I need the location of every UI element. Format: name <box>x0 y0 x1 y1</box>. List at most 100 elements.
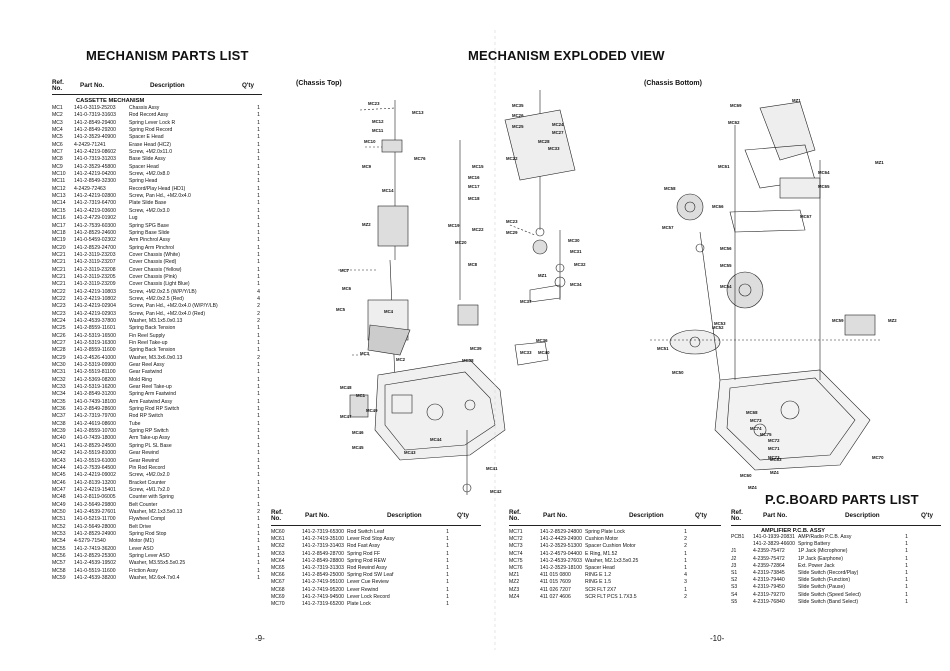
part-no-cell: 141-0-7319-31603 <box>74 112 116 119</box>
description-cell: Belt Counter <box>129 501 158 508</box>
qty-cell: 1 <box>446 550 449 557</box>
description-cell: Rod RP Switch <box>129 413 164 420</box>
ref-cell: S5 <box>731 598 738 605</box>
ref-cell: MC8 <box>52 156 63 163</box>
part-no-cell: 141-2-4539-19502 <box>74 560 116 567</box>
description-cell: Cushion Motor <box>585 536 619 543</box>
part-no-cell: 4-2319-73845 <box>753 570 785 577</box>
part-no-cell: 141-2-4539-37800 <box>74 317 116 324</box>
ref-cell: MC25 <box>52 325 66 332</box>
qty-cell: 1 <box>257 464 260 471</box>
qty-cell: 1 <box>905 555 908 562</box>
qty-cell: 1 <box>257 229 260 236</box>
ref-cell: MC24 <box>52 317 66 324</box>
part-no-cell: 141-2-7319-31303 <box>302 565 344 572</box>
ref-cell: MC29 <box>52 354 66 361</box>
ref-cell: MC17 <box>52 222 66 229</box>
t2-header-ref: Ref. No. <box>509 509 521 522</box>
qty-cell: 1 <box>257 457 260 464</box>
qty-cell: 1 <box>257 435 260 442</box>
description-cell: Plate Lock <box>347 601 371 608</box>
description-cell: Lever Rewind <box>347 586 379 593</box>
qty-cell: 1 <box>257 273 260 280</box>
qty-cell: 1 <box>257 516 260 523</box>
description-cell: Arm Fastwind Assy <box>129 398 173 405</box>
callout-label: MC73 <box>750 418 762 423</box>
callout-label: MC71 <box>768 446 780 451</box>
description-cell: Friction Assy <box>129 567 158 574</box>
description-cell: Arm Take-up Assy <box>129 435 170 442</box>
parts-table-header: Ref. No. Part No. Description Q'ty <box>52 79 260 92</box>
qty-cell: 1 <box>257 398 260 405</box>
callout-label: MC45 <box>352 445 364 450</box>
description-cell: Cover Chassis (Red) <box>129 259 177 266</box>
callout-label: MC74 <box>750 426 762 431</box>
description-cell: Motor (M1) <box>129 538 154 545</box>
qty-cell: 1 <box>905 548 908 555</box>
callout-label: MC73 <box>768 455 780 460</box>
description-cell: RING E 1.5 <box>585 579 612 586</box>
header-rule <box>52 94 262 95</box>
description-cell: Spring Lever ASO <box>129 552 170 559</box>
qty-cell: 1 <box>257 200 260 207</box>
ref-cell: MC68 <box>271 586 285 593</box>
callout-label: MC68 <box>746 410 758 415</box>
callout-label: MC49 <box>366 408 378 413</box>
qty-cell: 1 <box>257 376 260 383</box>
page-number-left: -9- <box>255 634 265 643</box>
part-no-cell: 141-2-4539-38200 <box>74 575 116 581</box>
description-cell: Spacer E Head <box>129 134 164 141</box>
ref-cell: MC35 <box>52 398 66 405</box>
part-no-cell: 141-2-3119-23209 <box>74 281 116 288</box>
part-no-cell: 141-2-7419-95100 <box>302 579 344 586</box>
qty-cell: 1 <box>257 442 260 449</box>
qty-cell: 1 <box>257 567 260 574</box>
qty-cell: 1 <box>446 529 449 535</box>
description-cell: Spring Plate Lock <box>585 529 625 535</box>
callout-label: MC10 <box>364 139 376 144</box>
callout-label: MC31 <box>570 249 582 254</box>
ref-cell: S4 <box>731 591 738 598</box>
callout-label: MC40 <box>538 350 550 355</box>
qty-cell: 1 <box>446 536 449 543</box>
part-no-cell: 141-2-7419-35100 <box>302 536 344 543</box>
callout-label: MC26 <box>512 113 524 118</box>
qty-cell: 1 <box>446 565 449 572</box>
part-no-cell: 141-2-8549-28800 <box>302 557 344 564</box>
pcb-parts-title: P.C.BOARD PARTS LIST <box>765 492 919 507</box>
ref-cell: MC27 <box>52 340 66 346</box>
part-no-cell: 141-2-7319-65200 <box>302 601 344 608</box>
qty-cell: 1 <box>446 601 449 608</box>
part-no-cell: 141-2-8529-24900 <box>74 530 116 537</box>
qty-cell: 4 <box>257 295 260 302</box>
description-cell: Spring Back Tension <box>129 347 176 354</box>
exploded-view-title: MECHANISM EXPLODED VIEW <box>468 48 665 63</box>
part-no-cell: 141-2-5519-81000 <box>74 450 116 457</box>
ref-cell: MC73 <box>509 543 523 550</box>
ref-cell: MC5 <box>52 134 63 141</box>
callout-label: MC70 <box>872 455 884 460</box>
description-cell: Ext. Power Jack <box>798 562 835 569</box>
ref-cell: MC32 <box>52 376 66 383</box>
part-no-cell: 141-2-8529-24500 <box>74 442 116 449</box>
qty-cell: 1 <box>257 244 260 251</box>
description-cell: Washer, M2.6x4.7x0.4 <box>129 575 180 581</box>
